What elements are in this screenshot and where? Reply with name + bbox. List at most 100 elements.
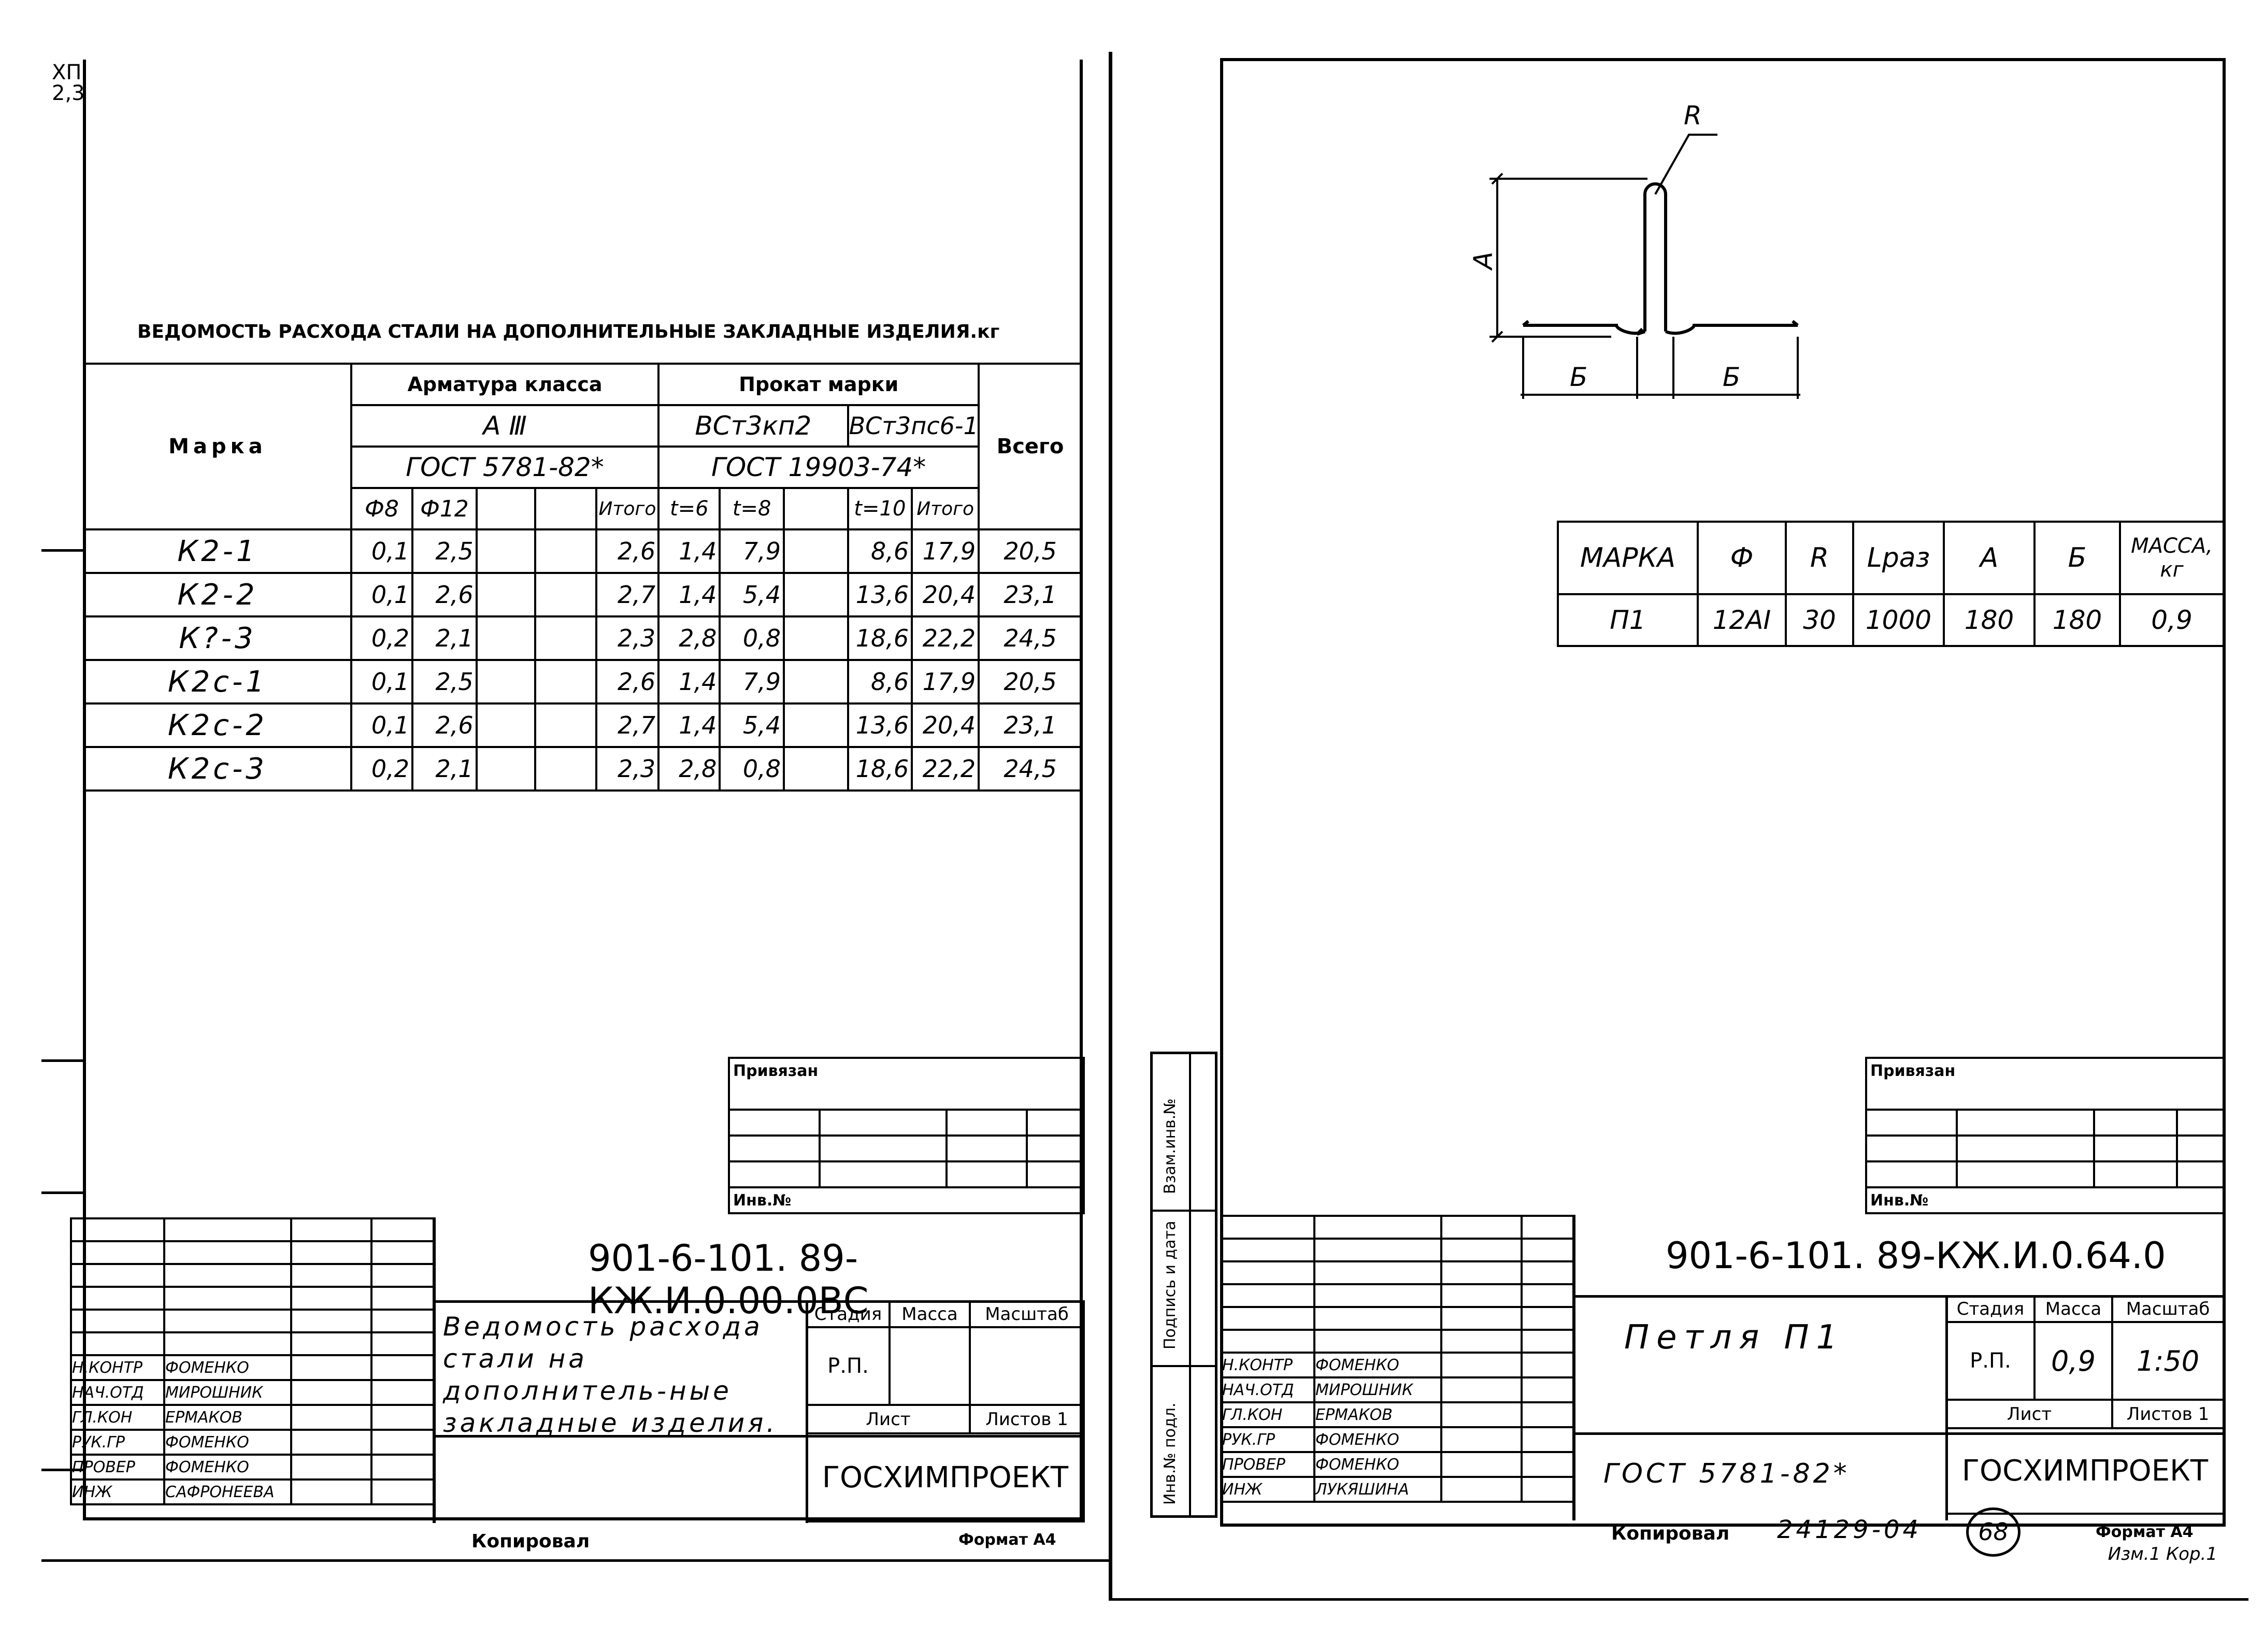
rule xyxy=(1153,1210,1215,1212)
loop-leg-left xyxy=(1523,324,1646,335)
table-cell xyxy=(475,702,536,748)
sign-row xyxy=(1220,1238,1574,1262)
privyazan-block: Привязан Инв.№ xyxy=(727,1057,1085,1214)
subcol xyxy=(475,487,536,530)
spec-cell: 30 xyxy=(1785,593,1854,647)
massa-label: Масса xyxy=(2033,1295,2113,1323)
sign-row xyxy=(1220,1215,1574,1240)
empty-cell xyxy=(1313,1260,1442,1285)
table-cell: 0,1 xyxy=(350,528,414,574)
margin-tick xyxy=(41,549,83,552)
table-cell: 17,9 xyxy=(911,528,980,574)
signer-cell xyxy=(290,1478,372,1505)
empty-cell xyxy=(163,1263,292,1288)
table-cell xyxy=(782,702,849,748)
margin-tick xyxy=(41,1059,83,1062)
empty-cell xyxy=(1313,1215,1442,1240)
privyazan-block-right: Привязан Инв.№ xyxy=(1865,1057,2225,1214)
table-cell xyxy=(475,572,536,617)
table-cell: 20,5 xyxy=(978,659,1083,705)
table-cell: 2,7 xyxy=(595,702,660,748)
table-cell xyxy=(782,659,849,705)
signer-cell xyxy=(290,1354,372,1381)
signer-role: Н.КОНТР xyxy=(70,1354,165,1381)
rule xyxy=(1153,1365,1215,1367)
table-cell: 1,4 xyxy=(657,659,721,705)
masshtab-label: Масштаб xyxy=(969,1300,1085,1328)
signer-name: ЛУКЯШИНА xyxy=(1313,1476,1442,1503)
empty-cell xyxy=(163,1331,292,1356)
sign-row xyxy=(70,1286,435,1311)
signer-cell xyxy=(290,1404,372,1431)
empty-cell xyxy=(1220,1329,1315,1354)
table-cell: 2,1 xyxy=(411,746,478,792)
signer-role: РУК.ГР xyxy=(1220,1426,1315,1453)
revision-note: Изм.1 Кор.1 xyxy=(2108,1544,2217,1564)
empty-cell xyxy=(1220,1306,1315,1331)
side-label: Взам.инв.№ xyxy=(1161,1098,1179,1194)
table-cell: 0,2 xyxy=(350,746,414,792)
title-right xyxy=(1572,1215,2226,1520)
row-marka: К2с-2 xyxy=(83,702,352,748)
sign-row xyxy=(70,1331,435,1356)
steel-table-title: ВЕДОМОСТЬ РАСХОДА СТАЛИ НА ДОПОЛНИТЕЛЬНЫ… xyxy=(137,321,1000,342)
gost-b: ГОСТ 19903-74* xyxy=(657,446,980,489)
empty-cell xyxy=(1220,1238,1315,1262)
empty-cell xyxy=(370,1263,435,1288)
empty-cell xyxy=(70,1240,165,1265)
rule xyxy=(433,1300,1083,1303)
empty-cell xyxy=(70,1309,165,1333)
signer-cell xyxy=(1440,1476,1523,1503)
table-cell xyxy=(534,659,597,705)
page-number-circle: 68 xyxy=(1966,1507,2021,1557)
table-cell: 7,9 xyxy=(719,528,785,574)
table-cell xyxy=(782,528,849,574)
frame-right-edge xyxy=(2223,58,2226,1527)
empty-cell xyxy=(1313,1238,1442,1262)
table-cell: 8,6 xyxy=(847,528,913,574)
signer-name: ЕРМАКОВ xyxy=(163,1404,292,1431)
signer-role: НАЧ.ОТД xyxy=(70,1379,165,1406)
empty-cell xyxy=(1220,1215,1315,1240)
table-cell: 0,1 xyxy=(350,702,414,748)
empty-cell xyxy=(1440,1306,1523,1331)
table-cell: 2,5 xyxy=(411,659,478,705)
margin-tick xyxy=(41,1469,83,1471)
table-cell xyxy=(534,572,597,617)
table-cell xyxy=(782,572,849,617)
privyazan-label: Привязан xyxy=(1865,1057,2225,1111)
signer-role: Н.КОНТР xyxy=(1220,1352,1315,1378)
label-b1: Б xyxy=(1570,362,1587,392)
spec-cell: 180 xyxy=(2033,593,2121,647)
privyazan-label: Привязан xyxy=(727,1057,1085,1111)
spec-header-cell: Б xyxy=(2033,521,2121,595)
signer-cell xyxy=(1521,1451,1574,1478)
table-cell: 5,4 xyxy=(719,572,785,617)
table-cell: 20,5 xyxy=(978,528,1083,574)
table-cell: 0,1 xyxy=(350,572,414,617)
signer-name: ФОМЕНКО xyxy=(163,1454,292,1481)
sign-row xyxy=(1220,1329,1574,1354)
empty-cell xyxy=(370,1286,435,1311)
empty-cell xyxy=(1220,1283,1315,1308)
signer-cell xyxy=(290,1429,372,1456)
empty-cell xyxy=(1313,1283,1442,1308)
loop-shape xyxy=(1643,182,1667,332)
org-name: ГОСХИМПРОЕКТ xyxy=(1945,1427,2225,1515)
margin-tick xyxy=(41,1191,83,1194)
table-cell: 1,4 xyxy=(657,528,721,574)
empty-cell xyxy=(1440,1329,1523,1354)
stage-value: Р.П. xyxy=(806,1326,891,1406)
table-cell: 20,4 xyxy=(911,572,980,617)
empty-cell xyxy=(1521,1329,1574,1354)
signer-name: ФОМЕНКО xyxy=(163,1429,292,1456)
doc-code: 901-6-101. 89-КЖ.И.0.64.0 xyxy=(1666,1234,2166,1277)
signer-cell xyxy=(370,1454,435,1481)
subcol: Итого xyxy=(911,487,980,530)
